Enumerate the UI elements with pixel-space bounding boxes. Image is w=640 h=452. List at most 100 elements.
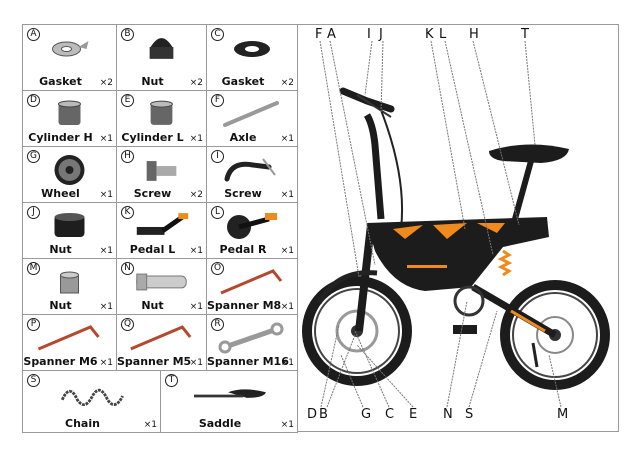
part-name: Spanner M5 — [117, 355, 192, 368]
long-nut-icon — [136, 273, 187, 291]
part-letter: O — [211, 262, 224, 275]
part-cell-c: C Gasket ×2 — [206, 24, 298, 91]
part-name: Gasket — [221, 75, 265, 88]
part-name: Chain — [65, 417, 100, 430]
part-cell-f: F Axle ×1 — [206, 90, 298, 147]
part-quantity: ×1 — [99, 246, 113, 256]
part-letter: E — [121, 94, 134, 107]
callout-top-t: T — [521, 27, 529, 42]
part-cell-j: J Nut ×1 — [22, 202, 117, 259]
front-fender — [316, 270, 378, 305]
part-letter: G — [27, 150, 40, 163]
quick-release-icon — [224, 158, 276, 182]
part-name: Gasket — [39, 75, 82, 88]
frame-accent-1 — [393, 225, 423, 239]
part-letter: N — [121, 262, 134, 275]
part-quantity: ×1 — [99, 358, 113, 368]
callout-bottom-g: G — [361, 407, 372, 422]
part-cell-q: Q Spanner M5×1 — [116, 314, 207, 371]
pedal-crank-icon — [227, 213, 277, 239]
callout-bottom-e: E — [409, 407, 418, 422]
callout-bottom-d: D — [307, 407, 318, 422]
frame-body — [367, 217, 549, 291]
part-letter: A — [27, 28, 40, 41]
part-name: Nut — [49, 243, 72, 256]
part-letter: I — [211, 150, 224, 163]
part-letter: D — [27, 94, 40, 107]
part-name: Screw — [224, 187, 262, 200]
part-quantity: ×1 — [99, 302, 113, 312]
part-quantity: ×1 — [99, 134, 113, 144]
stem — [363, 113, 385, 220]
part-letter: M — [27, 262, 40, 275]
knurled-nut-icon — [54, 213, 85, 237]
part-letter: C — [211, 28, 224, 41]
callout-bottom-c: C — [385, 407, 395, 422]
part-quantity: ×2 — [280, 78, 294, 88]
pedal-icon — [136, 213, 189, 235]
part-quantity: ×1 — [189, 302, 203, 312]
part-cell-l: L Pedal R ×1 — [206, 202, 298, 259]
part-cell-m: M Nut ×1 — [22, 258, 117, 315]
part-name: Nut — [141, 75, 164, 88]
part-name: Spanner M8 — [207, 299, 282, 312]
part-quantity: ×1 — [189, 246, 203, 256]
part-quantity: ×2 — [189, 78, 203, 88]
frame-accent-3 — [477, 223, 505, 233]
seat-post — [512, 160, 534, 220]
wrench-icon — [218, 322, 284, 354]
frame-accent-stripe — [407, 265, 447, 268]
part-name: Spanner M16 — [207, 355, 289, 368]
bike-illustration — [302, 40, 610, 408]
part-letter: B — [121, 28, 134, 41]
callout-top-f: F — [315, 27, 323, 42]
part-name: Cylinder H — [28, 131, 93, 144]
part-name: Pedal R — [219, 243, 267, 256]
frame-accent-2 — [433, 223, 467, 239]
part-quantity: ×1 — [280, 302, 294, 312]
part-name: Nut — [49, 299, 72, 312]
callout-bottom-b: B — [319, 407, 328, 422]
leader-lines — [319, 40, 562, 408]
crank-chainwheel — [453, 285, 485, 317]
part-quantity: ×2 — [189, 190, 203, 200]
part-quantity: ×1 — [189, 358, 203, 368]
part-name: Axle — [229, 131, 257, 144]
part-quantity: ×1 — [99, 190, 113, 200]
axle-icon — [223, 101, 279, 127]
part-name: Pedal L — [129, 243, 176, 256]
part-quantity: ×1 — [280, 134, 294, 144]
part-cell-b: B Nut ×2 — [116, 24, 207, 91]
part-letter: H — [121, 150, 134, 163]
cylinder-icon — [58, 100, 81, 125]
part-letter: S — [27, 374, 40, 387]
cylinder-icon — [150, 100, 173, 125]
part-letter: Q — [121, 318, 134, 331]
callout-bottom-m: M — [557, 407, 569, 422]
callout-top-a: A — [327, 27, 336, 42]
part-quantity: ×1 — [280, 246, 294, 256]
part-letter: K — [121, 206, 134, 219]
part-letter: F — [211, 94, 224, 107]
chain-stay — [471, 283, 557, 339]
chainwheel-icon — [54, 155, 85, 185]
chain-stay-accent — [510, 309, 546, 333]
part-letter: T — [165, 374, 178, 387]
part-letter: J — [27, 206, 40, 219]
callout-top-l: L — [439, 27, 447, 42]
part-letter: L — [211, 206, 224, 219]
saddle — [489, 144, 569, 163]
kickstand — [531, 342, 539, 368]
gasket-tab-icon — [52, 41, 89, 57]
allen-key-icon — [130, 325, 192, 351]
part-letter: P — [27, 318, 40, 331]
part-name: Saddle — [198, 417, 242, 430]
saddle-icon — [194, 389, 266, 398]
acorn-nut-icon — [149, 38, 174, 59]
